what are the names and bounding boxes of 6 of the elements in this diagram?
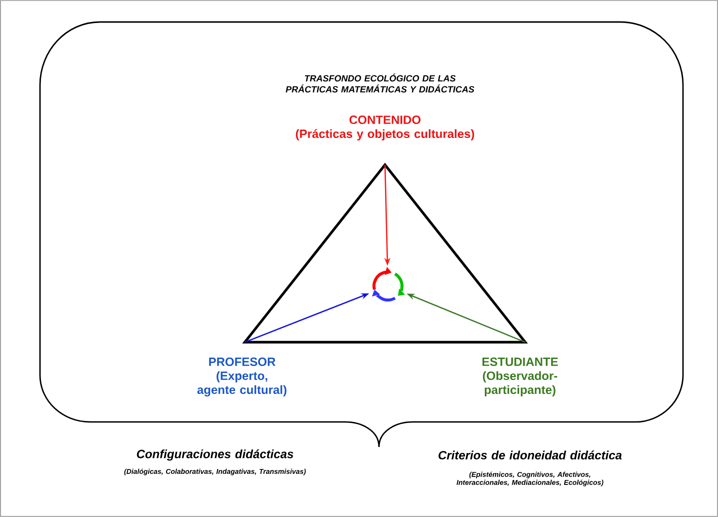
vertex-label: PROFESOR (Experto, agente cultural) xyxy=(197,358,286,396)
cycle-arrows-drawing xyxy=(372,266,406,302)
vertex-label: ESTUDIANTE (Observador-participante) xyxy=(482,358,558,396)
vertex-label: CONTENIDO (Prácticas y objetos culturales) xyxy=(296,116,474,140)
caption-text: Criterios de idoneidad didáctica xyxy=(438,450,622,460)
caption-text: Configuraciones didácticas xyxy=(136,449,294,461)
